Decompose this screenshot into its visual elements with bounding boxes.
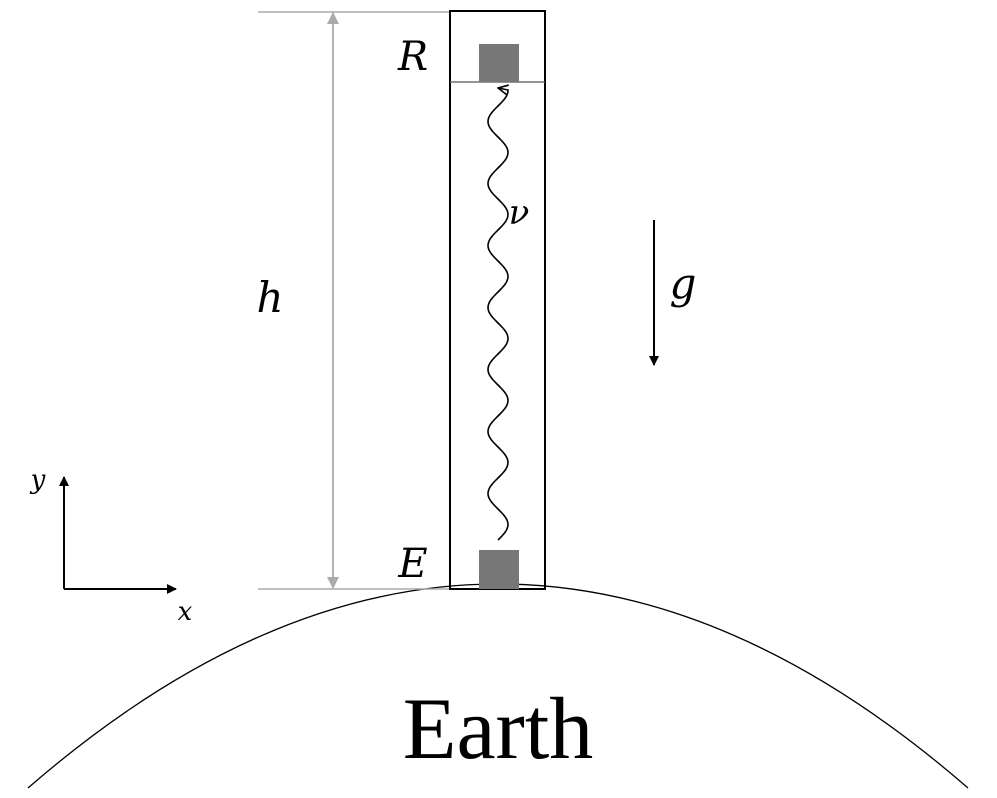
emitter-block <box>479 550 519 589</box>
tower-outline <box>449 10 546 590</box>
x-axis-label: x <box>178 597 193 627</box>
frequency-label: ν <box>509 193 530 233</box>
emitter-label: E <box>397 541 427 587</box>
gravity-label: g <box>670 259 697 308</box>
receiver-label: R <box>397 34 428 80</box>
receiver-block <box>479 44 519 82</box>
height-label: h <box>256 273 283 322</box>
earth-label: Earth <box>403 681 594 778</box>
y-axis-label: y <box>30 465 46 495</box>
photon-wave <box>487 88 508 541</box>
